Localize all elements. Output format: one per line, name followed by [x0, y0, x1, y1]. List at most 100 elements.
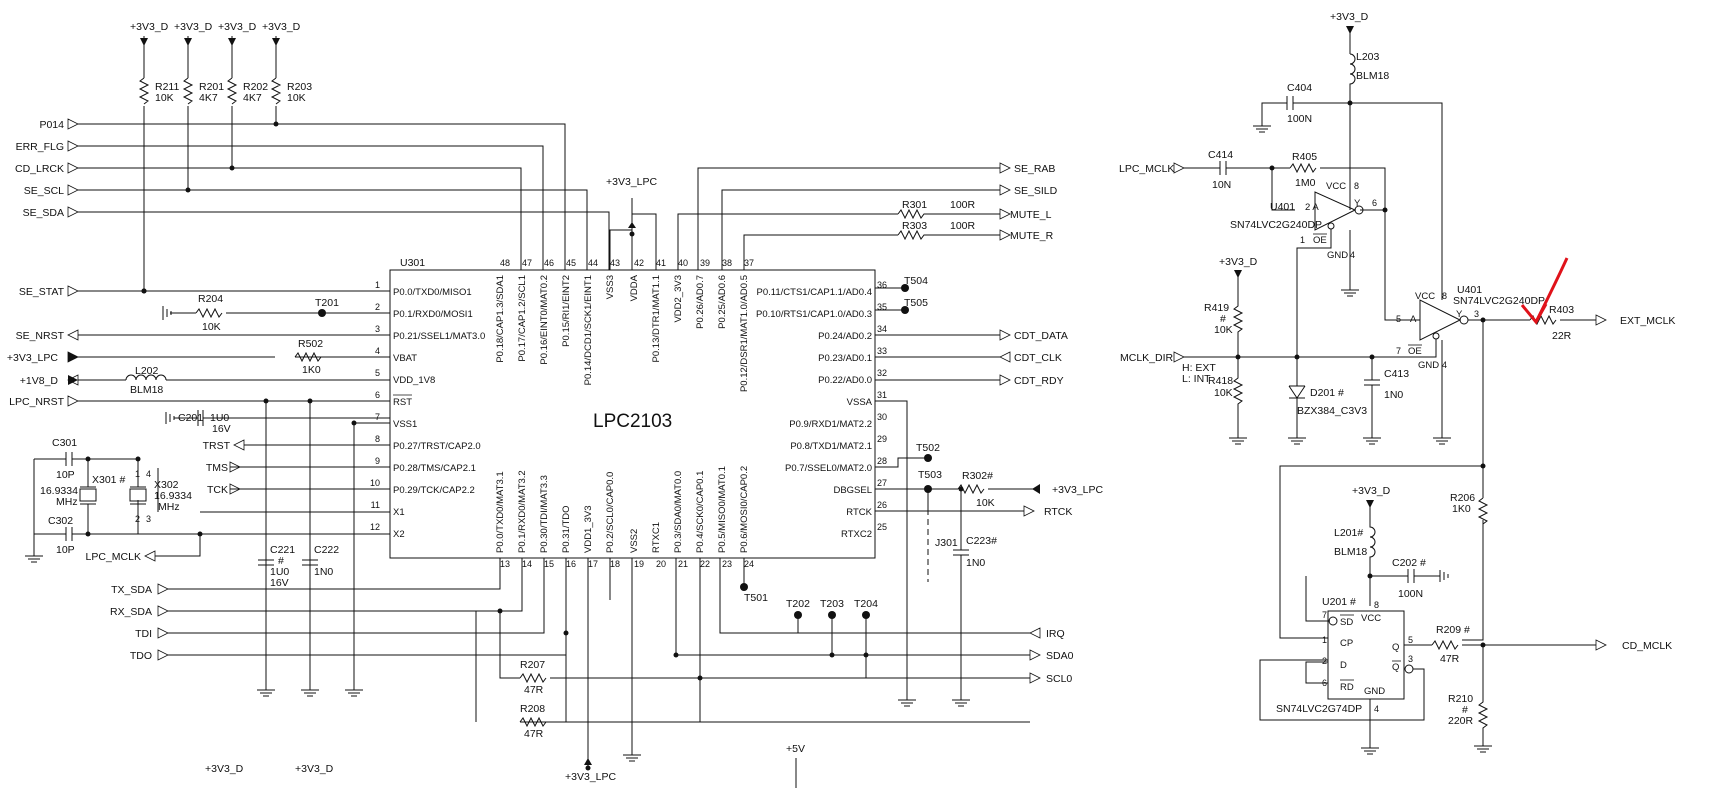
port-label: TMS	[206, 462, 228, 474]
capacitor-ref: C223#	[966, 535, 997, 547]
pin-label: VCC	[1415, 291, 1435, 302]
pin-label: P0.15/RI1/EINT2	[561, 275, 572, 347]
pin-number: 32	[877, 368, 887, 378]
pin-label: GND	[1418, 360, 1439, 371]
pin-number: 44	[588, 258, 598, 268]
port-label: +3V3_LPC	[7, 352, 58, 364]
pin-number: 27	[877, 478, 887, 488]
pin-label: X2	[393, 529, 405, 540]
pin-number: 13	[500, 559, 510, 569]
testpoint-label: T203	[820, 598, 844, 610]
testpoint-label: T204	[854, 598, 878, 610]
port-label: +3V3_LPC	[1052, 484, 1103, 496]
pin-number: 23	[722, 559, 732, 569]
buffer-ref: U401	[1457, 284, 1482, 296]
buffer-ref: U401	[1270, 201, 1295, 213]
port-label: SDA0	[1046, 650, 1074, 662]
pin-label: Q	[1392, 662, 1399, 673]
pin-label: P0.4/SCK0/CAP0.1	[695, 471, 706, 553]
pin-label: P0.30/TDI/MAT3.3	[539, 475, 550, 553]
pin-number: 8	[375, 434, 380, 444]
resistor-ref: R206	[1450, 492, 1475, 504]
rail-label: +3V3_D	[205, 763, 244, 775]
resistor-value: 47R	[1440, 653, 1460, 665]
capacitor-marker: #	[278, 555, 284, 567]
resistor-value: 10K	[287, 92, 306, 104]
pin-number: 40	[678, 258, 688, 268]
capacitor-ref: C413	[1384, 368, 1409, 380]
pin-number: 9	[375, 456, 380, 466]
pin-label: A	[1410, 314, 1417, 325]
bottom-right-ports: IRQ SDA0 SCL0 T501 T202 T203 T204	[673, 558, 1074, 685]
top-right-ports: SE_RAB SE_SILD MUTE_L MUTE_R R301 100R R…	[606, 162, 1058, 270]
mclk-dir-note: L: INT	[1182, 373, 1211, 385]
resistor-ref: R302#	[962, 470, 993, 482]
ext-mclk-label: EXT_MCLK	[1620, 315, 1675, 327]
pin-label: P0.14/DCD1/SCK1/EINT1	[583, 275, 594, 385]
diode-ref: D201 #	[1310, 387, 1344, 399]
pin-number: 16	[566, 559, 576, 569]
port-label: TCK	[207, 484, 228, 496]
pin-label: RTXC2	[841, 529, 872, 540]
pin-number: 18	[610, 559, 620, 569]
jumper-label: J301	[935, 537, 958, 549]
port-label: CDT_RDY	[1014, 375, 1064, 387]
pin-number: 31	[877, 390, 887, 400]
flipflop-part: SN74LVC2G74DP	[1276, 703, 1362, 715]
pin-label: VDD1_3V3	[583, 505, 594, 553]
pin-number: 41	[656, 258, 666, 268]
port-label: +1V8_D	[20, 375, 59, 387]
mcu-ref: U301	[400, 257, 425, 269]
testpoint-label: T502	[916, 442, 940, 454]
capacitor-ref: C202 #	[1392, 557, 1426, 569]
inductor-ref: L201#	[1334, 527, 1363, 539]
port-label: RX_SDA	[110, 606, 152, 618]
pin-number: 1	[375, 280, 380, 290]
pin-label: RST	[393, 397, 412, 408]
capacitor-value: 1N0	[314, 566, 333, 578]
pin-label: VSS3	[605, 275, 616, 299]
flipflop-ref: U201 #	[1322, 596, 1356, 608]
pin-label: P0.18/CAP1.3/SDA1	[495, 275, 506, 363]
capacitor-ref: C222	[314, 544, 339, 556]
resistor-value: 10K	[976, 497, 995, 509]
pin-label: OE	[1408, 346, 1422, 357]
capacitor-ref: C414	[1208, 149, 1233, 161]
capacitor-voltage: 16V	[212, 423, 231, 435]
rail-label: +3V3_D	[1219, 256, 1258, 268]
resistor-value: 100R	[950, 220, 976, 232]
pin-number: 10	[370, 478, 380, 488]
port-label: P014	[39, 119, 64, 131]
pin-number: 8	[1374, 600, 1379, 610]
rail-label: +3V3_D	[1352, 485, 1391, 497]
pin-number: 12	[370, 522, 380, 532]
pin-label: P0.7/SSEL0/MAT2.0	[785, 463, 872, 474]
pin-number: 45	[566, 258, 576, 268]
resistor-value: 220R	[1448, 715, 1474, 727]
pin-number: 17	[588, 559, 598, 569]
resistor-marker: #	[1220, 313, 1226, 325]
rail-label: +3V3_D	[295, 763, 334, 775]
diode-part: BZX384_C3V3	[1297, 405, 1367, 417]
pin-label: VDDA	[629, 274, 640, 301]
pin-number: 48	[500, 258, 510, 268]
pin-label: GND	[1364, 686, 1385, 697]
testpoint-label: T202	[786, 598, 810, 610]
pin-label: Q	[1392, 642, 1399, 653]
capacitor-value: 100N	[1398, 588, 1423, 600]
testpoint-label: T505	[904, 297, 928, 309]
pin-number: 7	[1322, 610, 1327, 620]
capacitor-ref: C301	[52, 437, 77, 449]
jtag-ports: TRST TMS TCK	[203, 439, 390, 496]
mclk-dir-note: H: EXT	[1182, 362, 1216, 374]
resistor-ref: R211	[155, 81, 179, 93]
capacitor-ref: C302	[48, 515, 73, 527]
resistor-ref: R210	[1448, 693, 1473, 705]
pin-label: P0.26/AD0.7	[695, 275, 706, 329]
resistor-value: 10K	[1214, 324, 1233, 336]
pin-label: D	[1340, 660, 1347, 671]
pin-label: P0.13/DTR1/MAT1.1	[651, 275, 662, 362]
rail-label: +3V3_D	[130, 21, 169, 33]
pin-number: 38	[722, 258, 732, 268]
port-label: SE_SILD	[1014, 185, 1058, 197]
